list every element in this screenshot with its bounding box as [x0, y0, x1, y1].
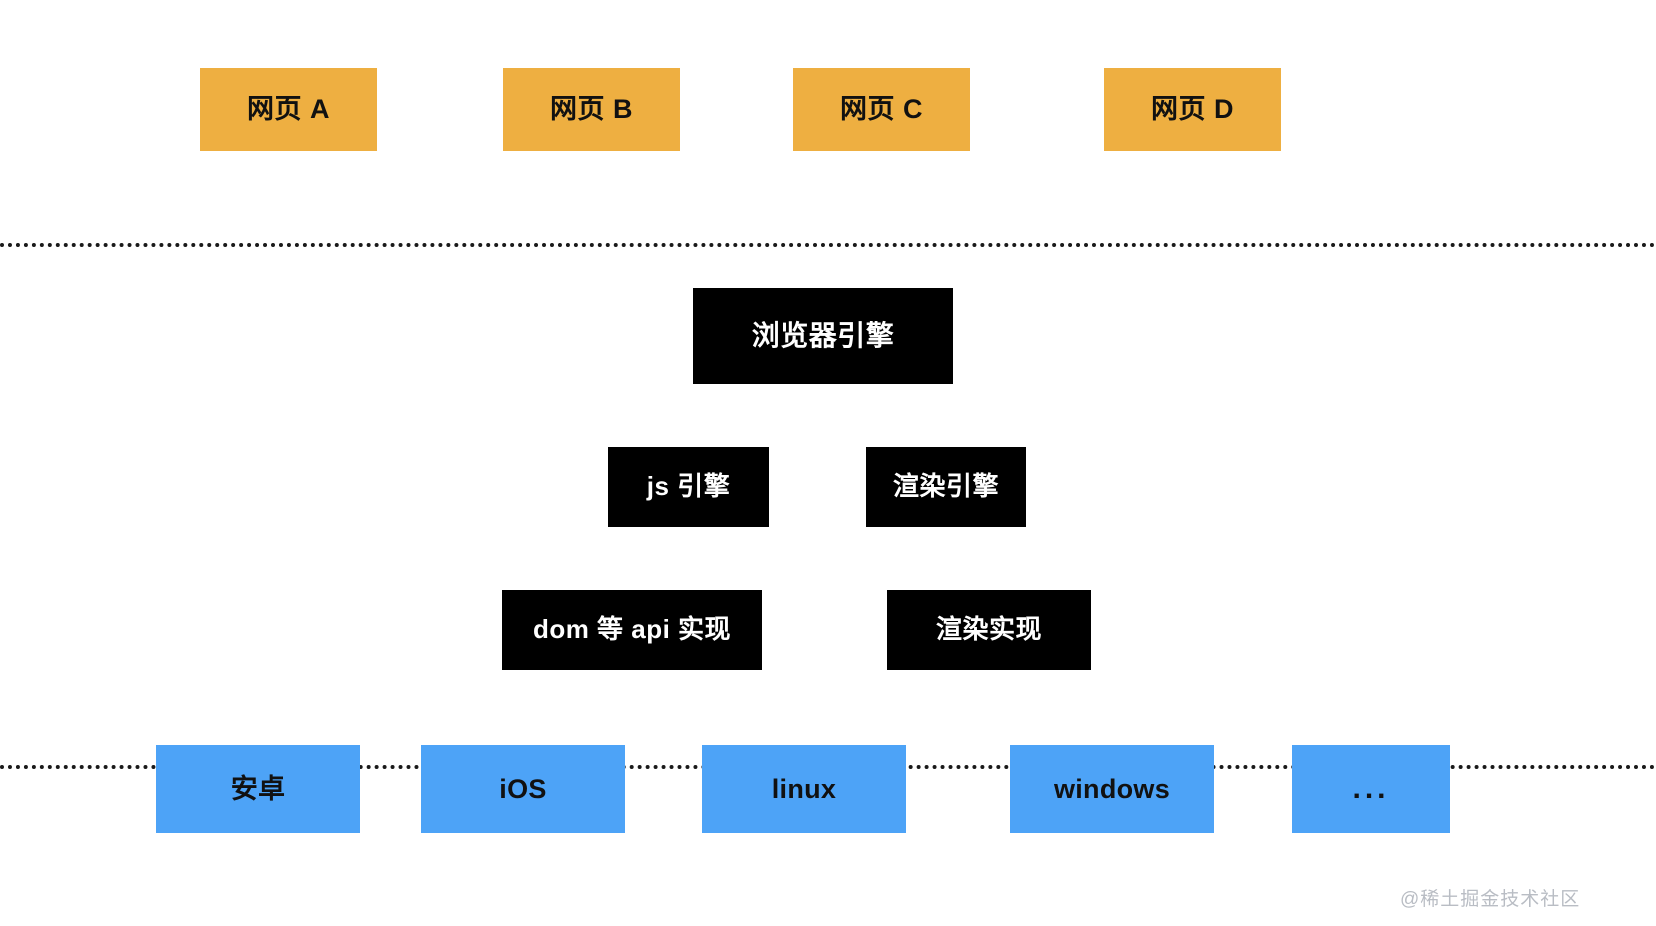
dom-api-impl-label: dom 等 api 实现: [532, 614, 732, 645]
page-box-d-label: 网页 D: [1151, 94, 1234, 125]
page-box-c-label: 网页 C: [840, 94, 923, 125]
os-box-ios[interactable]: iOS: [421, 745, 625, 833]
watermark-label: @稀土掘金技术社区: [1400, 889, 1581, 910]
pages-engine-divider: [0, 243, 1656, 247]
page-box-b-label: 网页 B: [550, 94, 633, 125]
page-box-a[interactable]: 网页 A: [200, 68, 377, 151]
os-box-android-label: 安卓: [230, 773, 286, 804]
os-box-windows-label: windows: [1053, 773, 1171, 804]
js-engine-label: js 引擎: [646, 471, 731, 502]
render-impl-box[interactable]: 渲染实现: [887, 590, 1091, 670]
os-box-windows[interactable]: windows: [1010, 745, 1214, 833]
os-box-more[interactable]: ...: [1292, 745, 1450, 833]
page-box-a-label: 网页 A: [247, 94, 330, 125]
js-engine-box[interactable]: js 引擎: [608, 447, 769, 527]
page-box-d[interactable]: 网页 D: [1104, 68, 1281, 151]
browser-engine-box[interactable]: 浏览器引擎: [693, 288, 953, 384]
render-engine-box[interactable]: 渲染引擎: [866, 447, 1026, 527]
os-box-linux-label: linux: [771, 773, 837, 804]
browser-engine-label: 浏览器引擎: [751, 320, 895, 352]
page-box-c[interactable]: 网页 C: [793, 68, 970, 151]
render-engine-label: 渲染引擎: [892, 471, 999, 502]
dom-api-impl-box[interactable]: dom 等 api 实现: [502, 590, 762, 670]
page-box-b[interactable]: 网页 B: [503, 68, 680, 151]
render-impl-label: 渲染实现: [935, 614, 1042, 645]
os-box-more-label: ...: [1352, 772, 1390, 805]
os-box-android[interactable]: 安卓: [156, 745, 360, 833]
os-box-ios-label: iOS: [499, 773, 547, 804]
os-box-linux[interactable]: linux: [702, 745, 906, 833]
